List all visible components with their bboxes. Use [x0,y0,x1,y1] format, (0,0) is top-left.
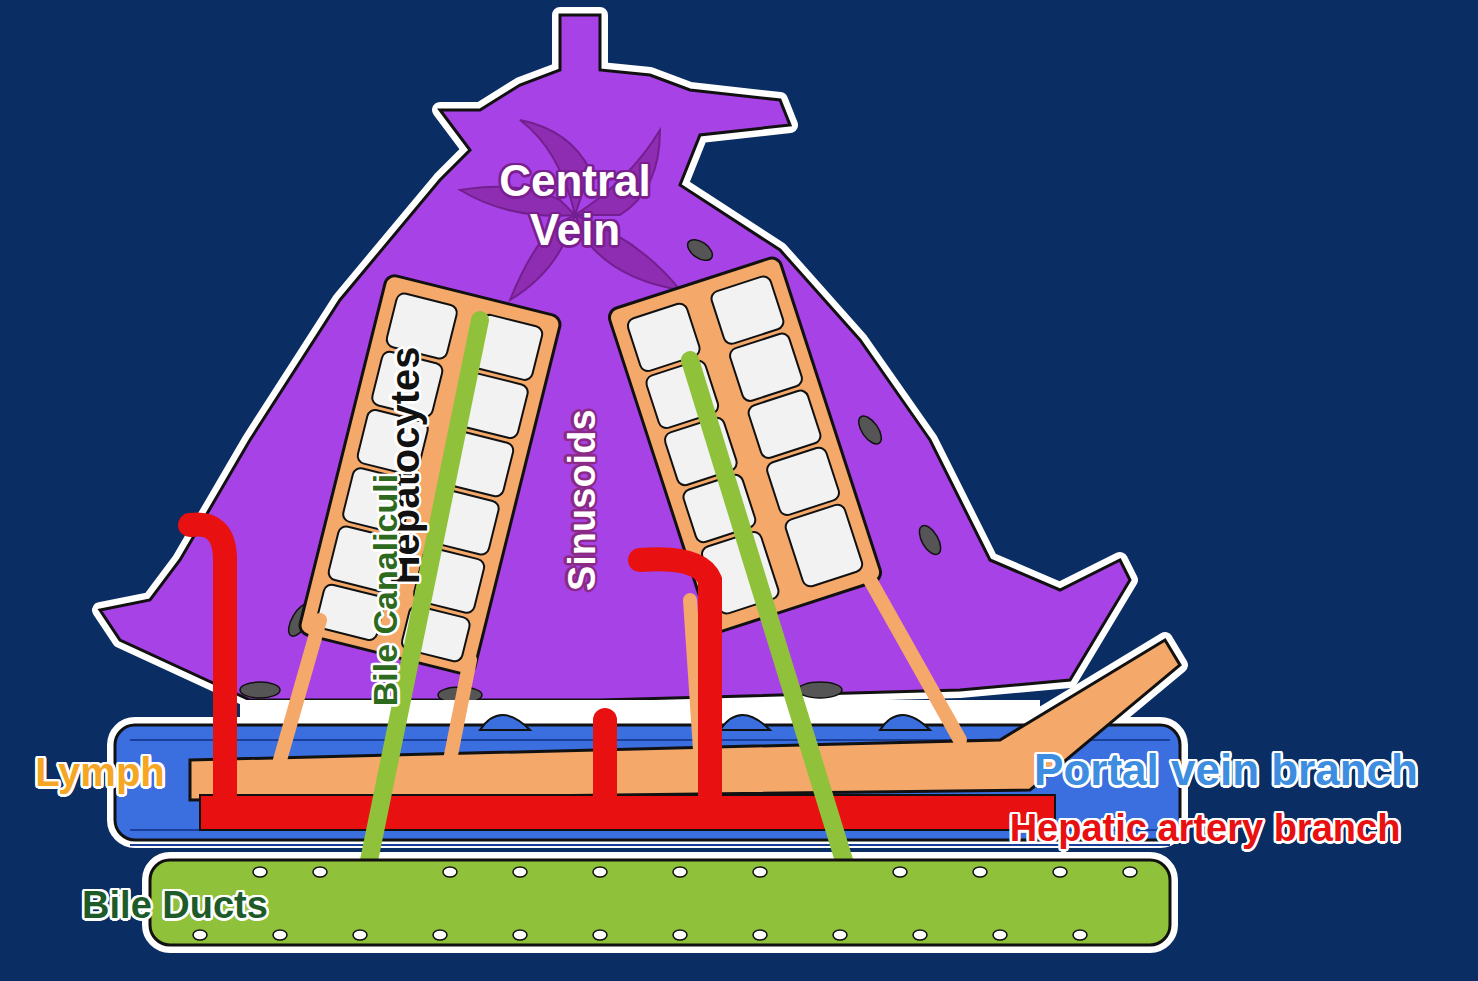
structure-label: Sinusoids [561,409,604,591]
structure-label: Lymph [35,750,165,795]
structure-label: Central Vein [470,156,680,255]
structure-label: Bile Canaliculi [366,474,404,706]
structure-label: Bile Ducts [82,884,268,927]
structure-label: Portal vein branch [1034,745,1418,794]
structure-label: Hepatic artery branch [1010,807,1401,850]
